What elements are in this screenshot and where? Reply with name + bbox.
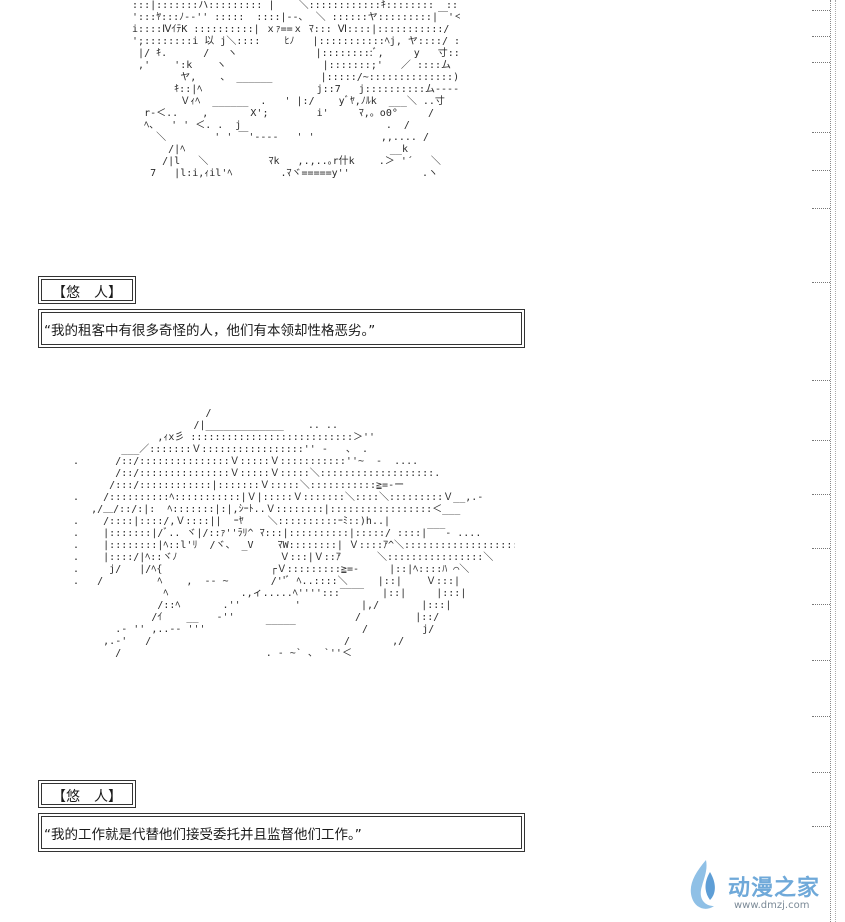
watermark-title: 动漫之家 — [728, 876, 821, 901]
dialogue-text: “我的租客中有很多奇怪的人，他们有本领却性格恶劣。” — [44, 323, 376, 339]
right-edge-dotted-line — [835, 0, 836, 922]
speaker-name-box: 【悠 人】 — [38, 276, 136, 304]
speaker-name: 【悠 人】 — [52, 789, 122, 805]
dialogue-box: “我的工作就是代替他们接受委托并且监督他们工作。” — [38, 813, 525, 852]
watermark-url: www.dmzj.com — [734, 900, 810, 911]
ascii-art-character-top: :::|:::::::ハ::::::::: | ＼::::::::::::ｷ::… — [132, 0, 460, 179]
flame-drop-logo-icon — [690, 860, 715, 909]
dialogue-text: “我的工作就是代替他们接受委托并且监督他们工作。” — [44, 827, 362, 843]
watermark: 动漫之家 www.dmzj.com — [684, 856, 834, 916]
right-edge-dotted-line — [830, 0, 831, 922]
speaker-name: 【悠 人】 — [52, 285, 122, 301]
right-edge-marks — [812, 0, 830, 922]
ascii-art-character-bottom: / /|_____________ .. .. ,ｨx彡 :::::::::::… — [73, 408, 515, 659]
speaker-name-box: 【悠 人】 — [38, 780, 136, 808]
dialogue-box: “我的租客中有很多奇怪的人，他们有本领却性格恶劣。” — [38, 309, 525, 348]
